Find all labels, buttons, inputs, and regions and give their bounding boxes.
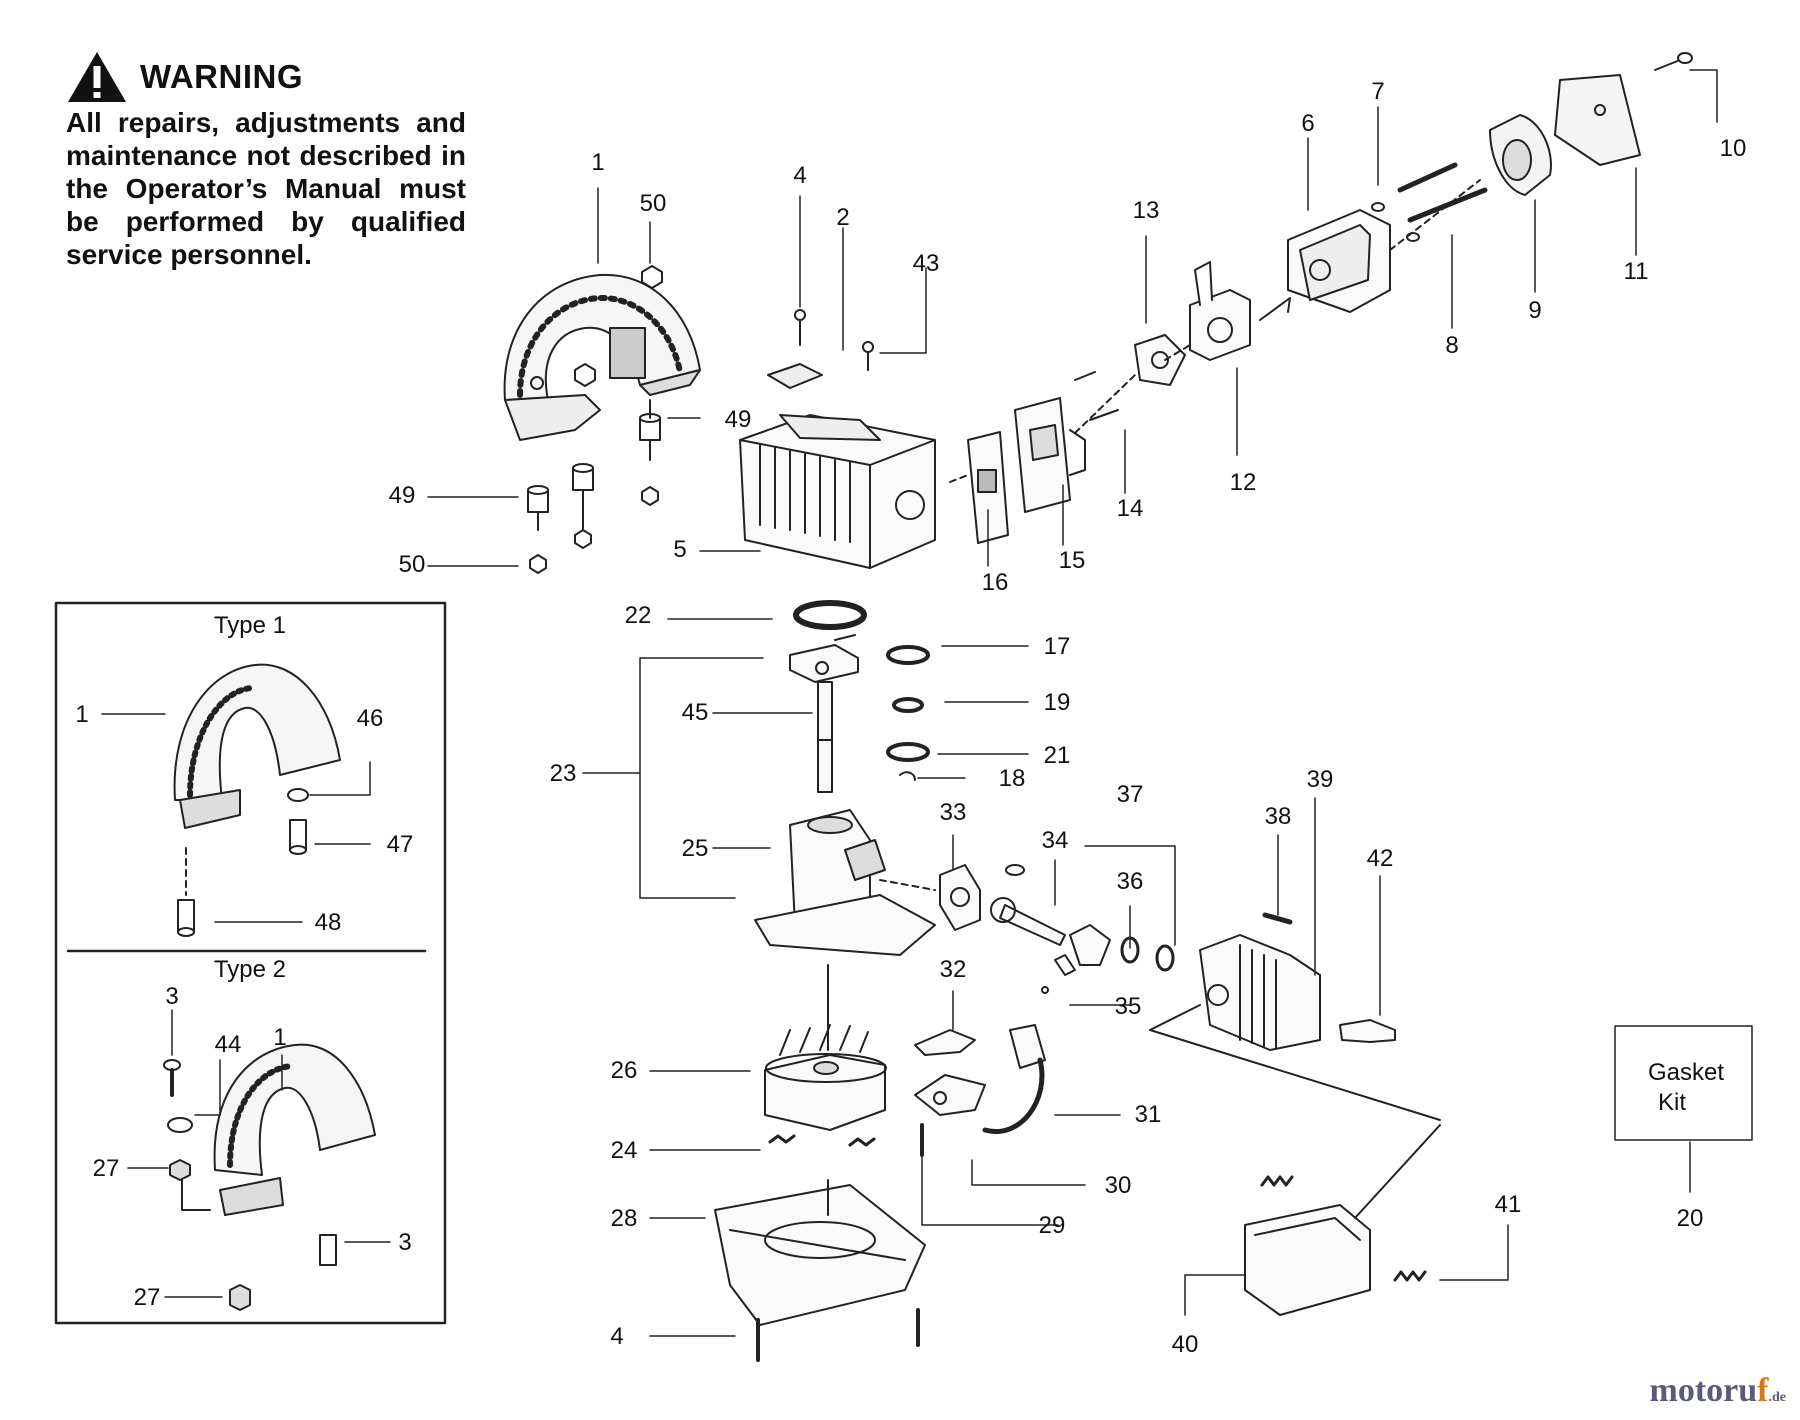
inset-callout-46: 46 [357,705,384,732]
callout-29: 29 [1039,1212,1066,1239]
air-cleaner-base-part [1287,162,1488,313]
callout-50-top: 50 [640,190,667,217]
brand-tld: .de [1768,1390,1787,1405]
callout-26: 26 [611,1057,638,1084]
callout-10: 10 [1720,135,1747,162]
callout-36: 36 [1117,868,1144,895]
muffler-part [1244,1124,1441,1316]
callout-24: 24 [611,1137,638,1164]
crankshaft-part [789,634,859,793]
callout-19: 19 [1044,689,1071,716]
inset-type2-title: Type 2 [214,956,286,983]
inset-callout-3-bottom: 3 [398,1229,411,1256]
callout-8: 8 [1445,332,1458,359]
inset-callout-1-type1: 1 [75,701,88,728]
callout-37: 37 [1117,781,1144,808]
callout-40: 40 [1172,1331,1199,1358]
callout-23: 23 [550,760,577,787]
callout-35: 35 [1115,993,1142,1020]
cylinder-part [1149,912,1441,1121]
ignition-parts [914,1024,1046,1157]
inset-callout-47: 47 [387,831,414,858]
callout-50-bottom: 50 [399,551,426,578]
inset-callout-3-top: 3 [165,983,178,1010]
callout-25: 25 [682,835,709,862]
brand-watermark: motoruf.de [1650,1372,1786,1410]
callout-7: 7 [1371,78,1384,105]
callout-41: 41 [1495,1191,1522,1218]
brand-accent: f [1757,1372,1769,1409]
inset-callout-1-type2: 1 [273,1024,286,1051]
callout-4-top: 4 [793,162,806,189]
gasket-kit-box [1614,1025,1753,1141]
callout-16: 16 [982,569,1009,596]
gasket-kit-label-line1: Gasket [1648,1059,1724,1086]
type1-shroud-part [173,663,341,937]
lower-housing-part [714,1179,926,1362]
gasket-kit-label-line2: Kit [1658,1089,1686,1116]
inset-callout-44: 44 [215,1031,242,1058]
callout-34: 34 [1042,827,1069,854]
air-filter-parts [1489,52,1693,196]
inset-callout-48: 48 [315,909,342,936]
callout-31: 31 [1135,1101,1162,1128]
callout-28: 28 [611,1205,638,1232]
leader-lines [427,69,1718,1337]
callout-1: 1 [591,149,604,176]
warning-title: WARNING [140,58,303,95]
callout-22: 22 [625,602,652,629]
inset-callout-27-bottom: 27 [134,1284,161,1311]
callout-12: 12 [1230,469,1257,496]
callout-4-bottom: 4 [610,1323,623,1350]
gasket-ring-part [793,600,867,630]
brand-main: motoru [1649,1372,1758,1409]
callout-17: 17 [1044,633,1071,660]
callout-11: 11 [1624,258,1649,285]
warning-triangle-icon [68,52,126,102]
callout-38: 38 [1265,803,1292,830]
warning-text: All repairs, adjustments and maintenance… [66,107,466,270]
warning-header: WARNING [66,50,466,104]
callout-21: 21 [1044,742,1071,769]
piston-group-parts [879,864,1175,994]
callout-49-left: 49 [389,482,416,509]
callout-5: 5 [673,536,686,563]
callout-39: 39 [1307,766,1334,793]
rubber-mounts [527,265,663,574]
callout-45: 45 [682,699,709,726]
callout-2: 2 [836,204,849,231]
bearing-seal-parts [886,645,930,781]
callout-33: 33 [940,799,967,826]
callout-43: 43 [913,250,940,277]
callout-6: 6 [1301,110,1314,137]
callout-labels: 1 50 4 2 43 49 49 50 5 13 6 7 10 11 9 8 … [75,78,1746,1358]
shroud-part [503,273,701,441]
inset-callout-27-top: 27 [93,1155,120,1182]
callout-30: 30 [1105,1172,1132,1199]
callout-13: 13 [1133,197,1160,224]
callout-49-right: 49 [725,406,752,433]
inset-type1-title: Type 1 [214,612,286,639]
callout-14: 14 [1117,495,1144,522]
inset-leader-lines [101,713,391,1298]
warning-notice: WARNING All repairs, adjustments and mai… [66,50,466,271]
callout-20: 20 [1677,1205,1704,1232]
callout-15: 15 [1059,547,1086,574]
flywheel-part [764,1024,887,1147]
callout-32: 32 [940,956,967,983]
carburetor-part [1164,261,1291,361]
callout-9: 9 [1528,297,1541,324]
callout-18: 18 [999,765,1026,792]
carburetor-mount-parts [949,334,1186,544]
callout-42: 42 [1367,845,1394,872]
engine-housing-part [739,309,936,569]
crankcase-part [754,809,936,956]
